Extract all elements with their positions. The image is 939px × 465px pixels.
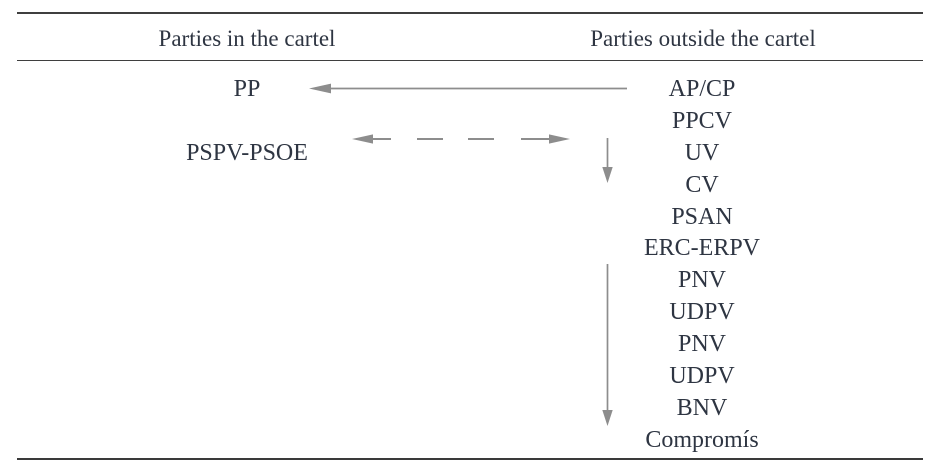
party-psan: PSAN <box>671 203 733 230</box>
party-erc-erpv: ERC-ERPV <box>643 235 760 262</box>
party-pnv-1: PNV <box>677 267 726 294</box>
party-uv: UV <box>684 139 720 166</box>
top-rule <box>17 12 923 14</box>
party-compromis: Compromís <box>645 426 759 453</box>
party-bnv: BNV <box>676 394 728 421</box>
column-header-parties-outside-cartel: Parties outside the cartel <box>590 26 816 51</box>
party-pnv-2: PNV <box>677 331 726 358</box>
party-udpv-1: UDPV <box>669 299 735 326</box>
bottom-rule <box>17 457 923 460</box>
party-udpv-2: UDPV <box>669 363 735 390</box>
party-ppcv: PPCV <box>671 107 733 134</box>
column-header-parties-in-cartel: Parties in the cartel <box>158 26 336 51</box>
party-pp: PP <box>233 76 261 102</box>
party-pspv-psoe: PSPV-PSOE <box>186 140 308 166</box>
outside-parties-list: AP/CP PPCV UV CV PSAN ERC-ERPV PNV UDPV … <box>552 74 852 457</box>
header-rule <box>17 59 923 61</box>
party-ap-cp: AP/CP <box>668 76 736 102</box>
party-cv: CV <box>685 171 719 198</box>
